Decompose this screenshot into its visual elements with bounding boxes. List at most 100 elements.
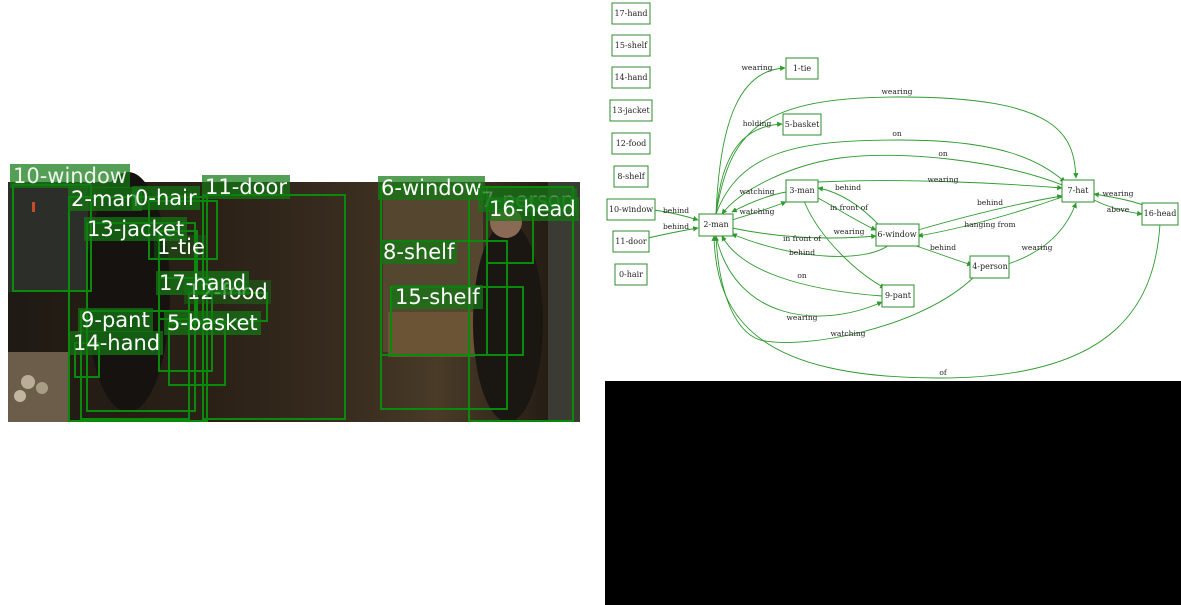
svg-text:17-hand: 17-hand (614, 9, 647, 18)
edge-label: behind (663, 222, 689, 231)
node-hair0: 0-hair (614, 263, 648, 286)
edge-label: behind (930, 243, 956, 252)
edge-label: watching (831, 329, 866, 338)
edge-p9-m2-on (721, 235, 883, 297)
empty-panel (605, 381, 1181, 605)
svg-text:4-person: 4-person (972, 262, 1008, 271)
edge-label: behind (789, 248, 815, 257)
node-shelf15: 15-shelf (611, 34, 651, 57)
edge-label: wearing (928, 175, 959, 184)
edge-m3-h7-wear (817, 180, 1063, 191)
edge-w6-m3-behind (817, 186, 881, 227)
edge-label: wearing (742, 63, 773, 72)
edge-d11-m2 (647, 226, 699, 239)
edge-p4-m2-watch (713, 235, 976, 343)
edge-h7-m2-on (721, 154, 1066, 215)
annotated-photo: 10-window 2-man 0-hair 11-door 6-window … (8, 164, 580, 422)
edge-label: on (938, 149, 948, 158)
svg-text:1-tie: 1-tie (793, 64, 812, 73)
label-hair0: 0-hair (132, 186, 200, 210)
edge-m3-m2-watch (731, 191, 787, 213)
node-door11: 11-door (612, 230, 650, 253)
node-person4: 4-person (969, 255, 1010, 279)
node-food12: 12-food (611, 132, 651, 155)
label-tie1: 1-tie (154, 235, 208, 259)
node-hat7: 7-hat (1061, 179, 1095, 203)
label-door11: 11-door (202, 175, 290, 199)
node-hand17: 17-hand (611, 2, 651, 25)
node-head16: 16-head (1141, 202, 1179, 226)
edge-h7-w6-hang (917, 195, 1066, 238)
svg-text:16-head: 16-head (1144, 209, 1177, 218)
node-pant9: 9-pant (881, 284, 915, 308)
edge-m3-p9-wear (803, 200, 886, 289)
label-man2: 2-man (68, 187, 142, 211)
node-window6: 6-window (875, 223, 920, 247)
label-pant9: 9-pant (78, 308, 153, 332)
edge-w6-m2-behind (731, 233, 891, 257)
label-basket5: 5-basket (164, 311, 261, 335)
svg-text:14-hand: 14-hand (614, 73, 647, 82)
edge-label: on (892, 129, 902, 138)
svg-text:9-pant: 9-pant (885, 291, 912, 300)
svg-text:7-hat: 7-hat (1068, 186, 1090, 195)
edge-w10-m2 (653, 209, 699, 222)
svg-text:12-food: 12-food (616, 139, 647, 148)
node-hand14: 14-hand (611, 66, 651, 89)
edge-label: in front of (830, 203, 869, 212)
edge-label: holding (743, 119, 772, 128)
label-window10: 10-window (10, 164, 130, 188)
edge-h7-h16-above (1093, 199, 1143, 217)
edge-p4-h7-wear (1007, 202, 1077, 265)
graph-nodes: 17-hand 15-shelf 14-hand 13-jacket 12-fo… (606, 2, 1179, 308)
label-hand17: 17-hand (156, 271, 250, 295)
edge-m2-p9-wear (715, 235, 883, 317)
svg-text:15-shelf: 15-shelf (615, 41, 648, 50)
label-window6: 6-window (378, 176, 485, 200)
svg-text:6-window: 6-window (877, 230, 916, 239)
edge-label: behind (663, 206, 689, 215)
node-man3: 3-man (785, 179, 819, 203)
edge-m2-m3-watch (731, 201, 787, 221)
edge-label: in front of (783, 234, 822, 243)
edge-label: wearing (834, 227, 865, 236)
edge-label: behind (835, 183, 861, 192)
node-man2: 2-man (698, 213, 734, 237)
edge-label: watching (740, 187, 775, 196)
svg-text:5-basket: 5-basket (785, 120, 820, 129)
node-window10: 10-window (606, 198, 656, 221)
svg-text:3-man: 3-man (789, 186, 814, 195)
edge-label: of (939, 368, 948, 377)
edge-m3-w6-front (817, 197, 877, 231)
edge-label: wearing (1022, 243, 1053, 252)
edge-m2-h7-on (715, 139, 1066, 215)
node-jacket13: 13-jacket (609, 99, 653, 122)
graph-edge-labels: behind behind wearing holding wearing on… (663, 63, 1134, 377)
label-head16: 16-head (486, 197, 579, 221)
edge-label: behind (977, 198, 1003, 207)
svg-text:13-jacket: 13-jacket (612, 106, 650, 115)
node-tie1: 1-tie (785, 57, 819, 80)
edge-label: hanging from (964, 220, 1015, 229)
edge-m2-b5 (715, 121, 783, 215)
label-hand14: 14-hand (70, 331, 164, 355)
svg-text:2-man: 2-man (703, 220, 728, 229)
edge-label: wearing (882, 87, 913, 96)
edge-w6-h7-behind (917, 194, 1063, 231)
node-basket5: 5-basket (782, 113, 822, 136)
label-jacket13: 13-jacket (84, 217, 188, 241)
edge-label: wearing (787, 313, 818, 322)
svg-text:10-window: 10-window (609, 205, 653, 214)
graph-edges (647, 65, 1161, 379)
edge-h16-m2-of (711, 223, 1161, 379)
edge-label: watching (740, 207, 775, 216)
node-shelf8: 8-shelf (613, 165, 649, 188)
edge-label: on (797, 271, 807, 280)
edge-label: above (1107, 205, 1130, 214)
edge-m2-w6-front (731, 227, 877, 240)
edge-m2-h7-wear (715, 96, 1079, 215)
label-shelf15: 15-shelf (392, 285, 483, 309)
svg-text:8-shelf: 8-shelf (617, 172, 645, 181)
label-shelf8: 8-shelf (380, 240, 458, 264)
